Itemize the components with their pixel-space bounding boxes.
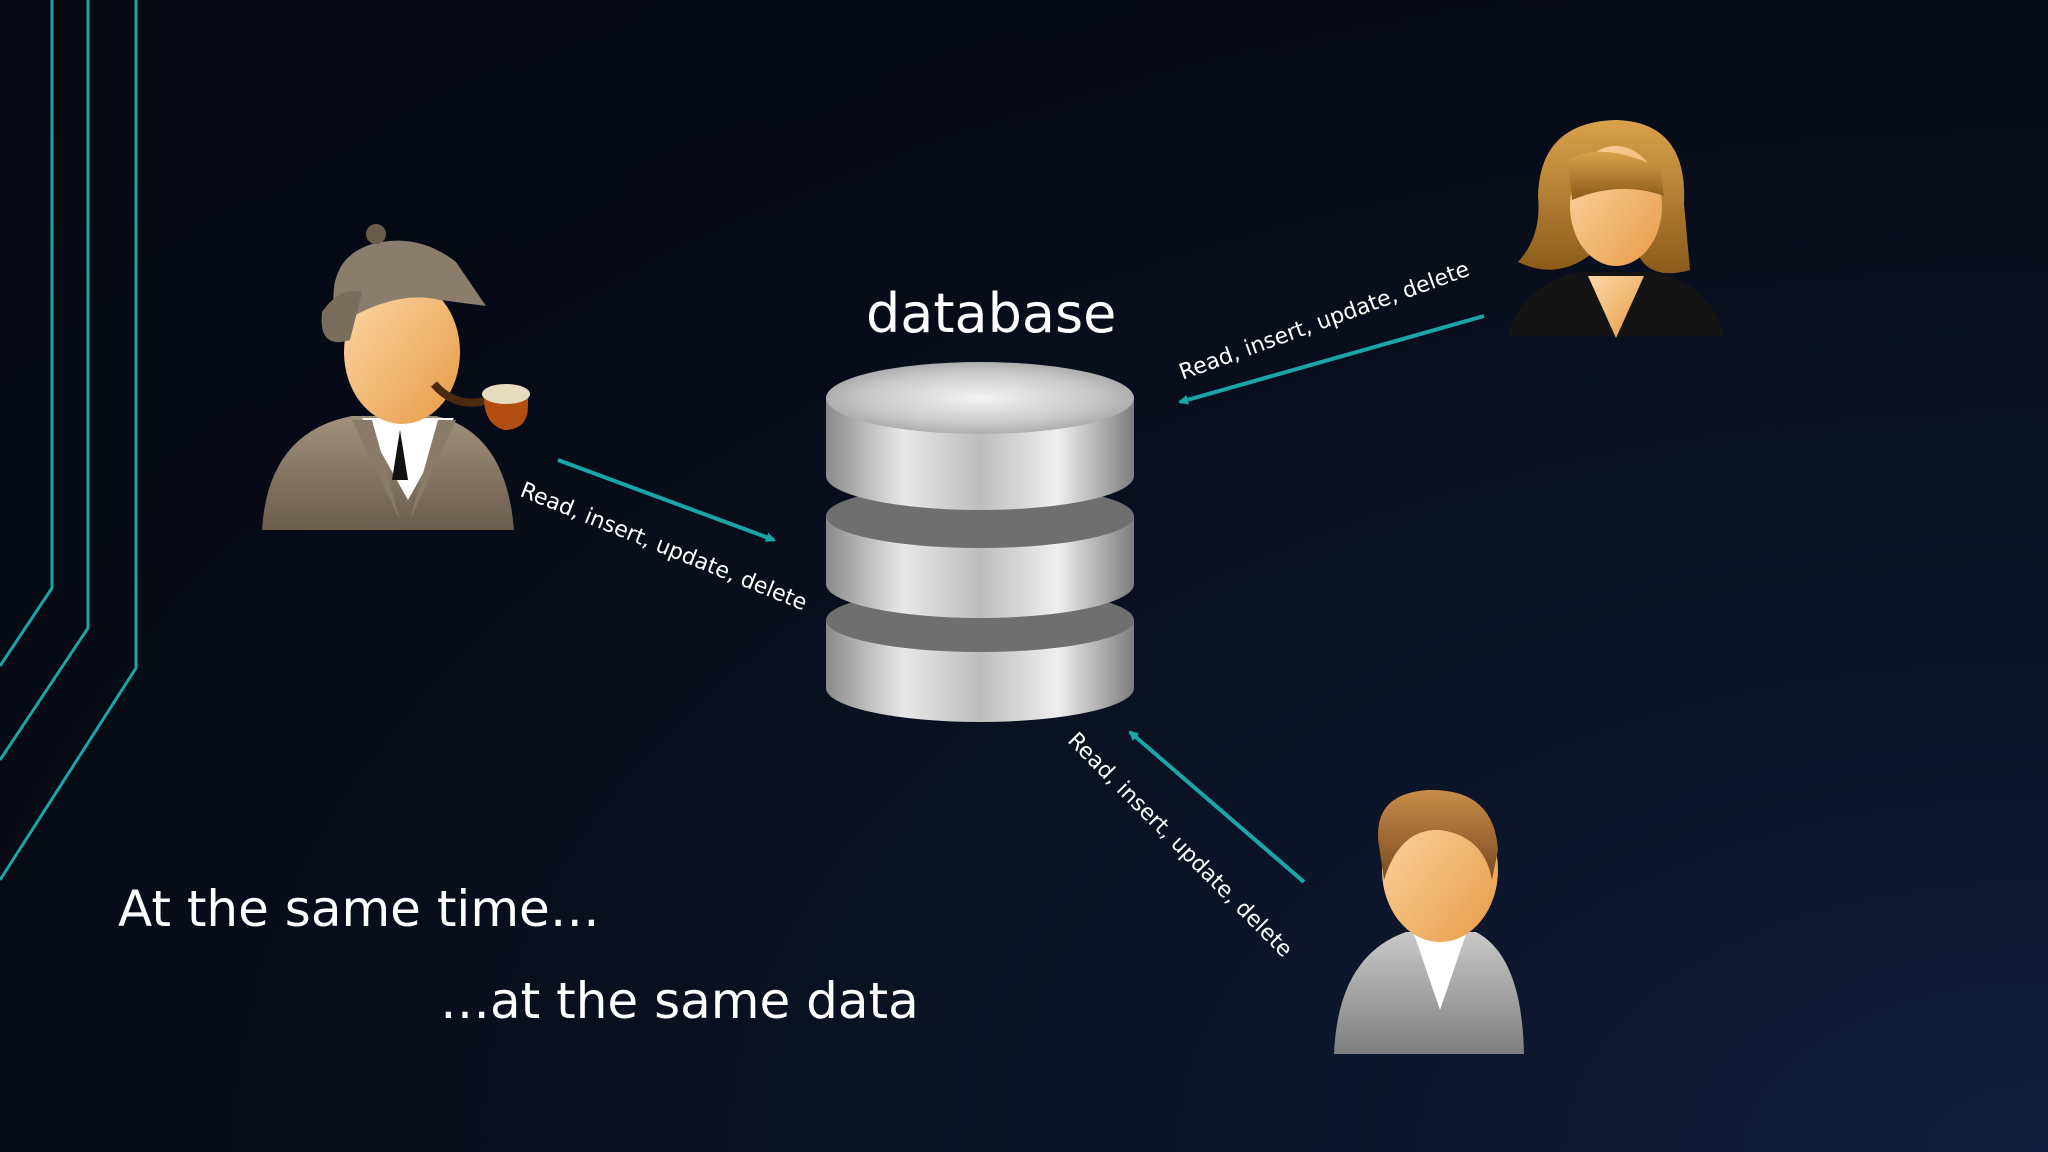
database-icon: [826, 362, 1134, 722]
detective-user-icon: [262, 224, 530, 530]
female-user-icon: [1508, 120, 1724, 338]
arrow-detective-to-database: [557, 458, 776, 542]
database-label: database: [866, 282, 1117, 345]
male-user-icon: [1334, 789, 1524, 1054]
decorative-frame-lines: [0, 0, 138, 881]
caption-line-2: …at the same data: [440, 972, 919, 1030]
arrow-male-to-database: [1128, 730, 1306, 884]
caption-line-1: At the same time…: [118, 880, 600, 938]
arrow-female-to-database: [1178, 314, 1485, 405]
